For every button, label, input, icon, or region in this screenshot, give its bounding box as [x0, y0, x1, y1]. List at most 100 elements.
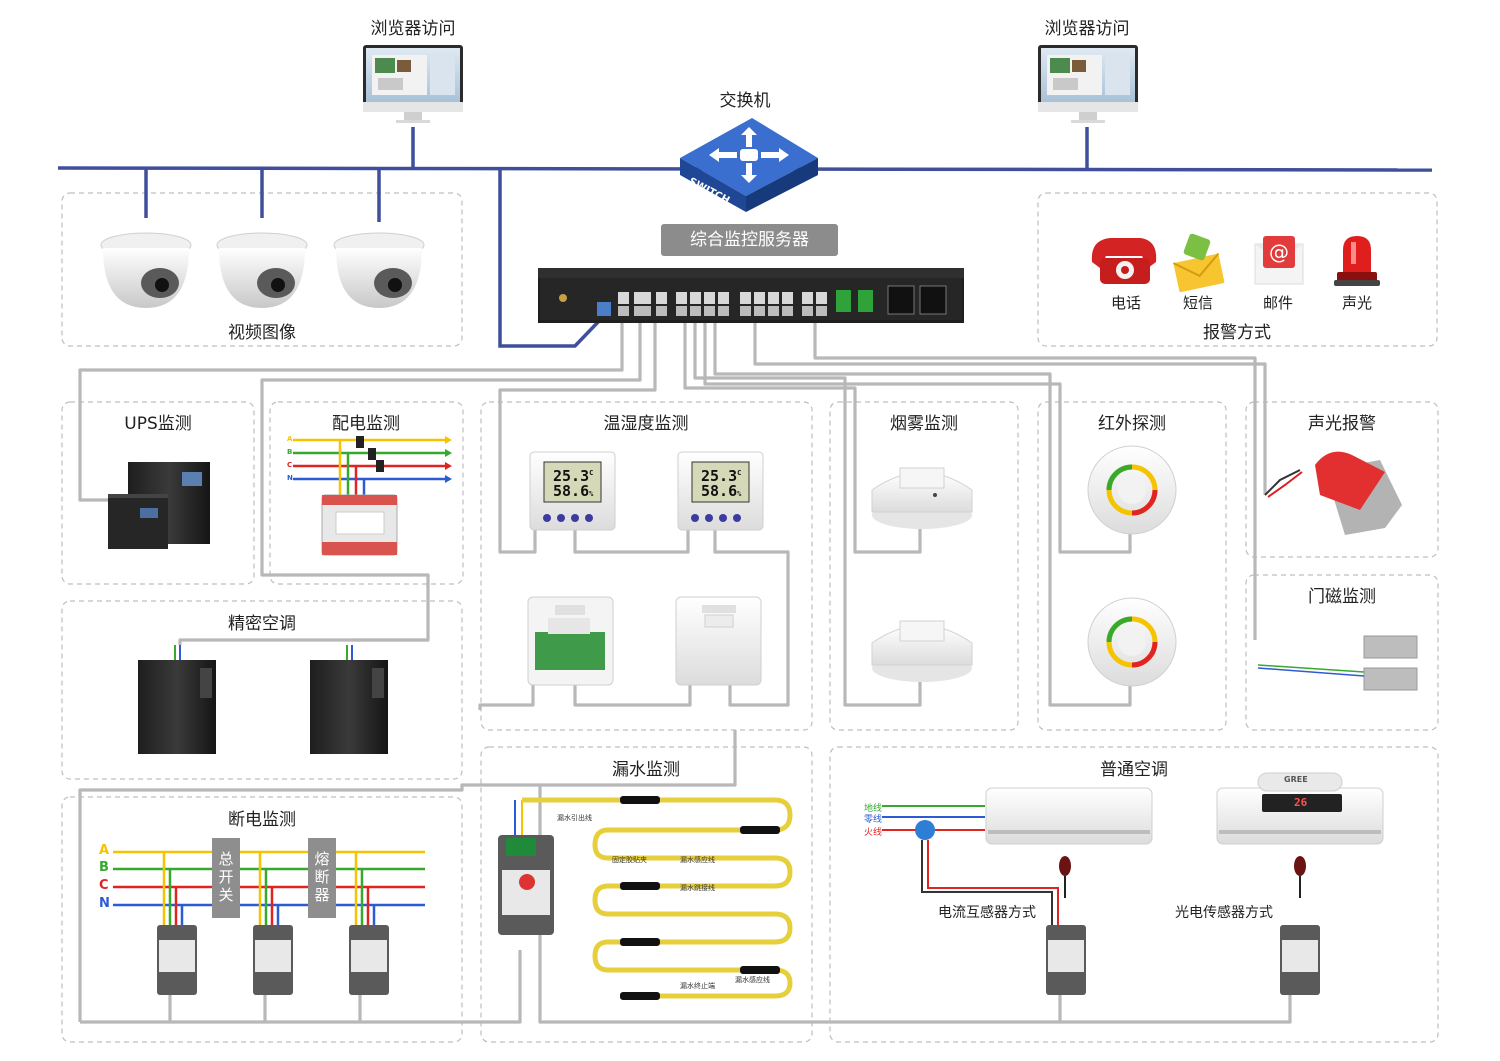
rj45-port [656, 292, 667, 304]
rj45-port [676, 306, 687, 316]
ac-method-photo-label: 光电传感器方式 [1175, 905, 1273, 921]
rj45-port [618, 292, 629, 304]
alarm-item-phone-label: 电话 [1110, 294, 1142, 312]
frame-smoke [829, 401, 1019, 731]
rj45-port [690, 306, 701, 316]
ac-brand-label: GREE [1284, 775, 1308, 784]
temp-value: 25.3 [701, 467, 738, 485]
pd-phase-a: A [287, 435, 293, 443]
rj45-port [768, 292, 779, 304]
section-title-power-off: 断电监测 [228, 810, 296, 830]
rj45-port [618, 306, 629, 316]
door-magnet-sensor [1257, 635, 1418, 691]
browser-monitor-right [1038, 45, 1138, 123]
power-off-wiring [113, 838, 425, 928]
po-phase-c: C [99, 878, 109, 893]
rj45-port [816, 292, 827, 304]
power-off-modules [157, 925, 389, 995]
rj45-port [676, 292, 687, 304]
precision-ac-unit-1 [138, 645, 216, 754]
ups-device [108, 462, 210, 549]
network-switch-icon [680, 118, 818, 212]
po-phase-n: N [99, 896, 110, 911]
leak-end-terminal-label: 漏水终止端 [680, 982, 715, 990]
temp-value: 25.3 [553, 467, 590, 485]
temp-unit: C [589, 469, 594, 477]
rj45-port [634, 306, 645, 316]
fuse-label: 熔断器 [314, 850, 330, 904]
rj45-port [718, 306, 729, 316]
section-title-smoke: 烟雾监测 [890, 414, 958, 434]
smoke-detector-2 [871, 620, 973, 682]
rj45-port [768, 306, 779, 316]
power-dist-wiring [293, 436, 452, 556]
alarm-title: 报警方式 [1203, 323, 1271, 343]
alarm-item-siren-label: 声光 [1341, 294, 1373, 312]
frame-sound-light [1245, 401, 1439, 558]
pd-phase-b: B [287, 448, 293, 456]
browser-access-label-left: 浏览器访问 [370, 19, 456, 39]
strobe-siren-device [1264, 451, 1402, 535]
rj45-port [640, 292, 651, 304]
water-leak-sensing-cable [522, 797, 793, 999]
ac-photo-module [1280, 856, 1320, 995]
humidity-unit: % [589, 490, 594, 498]
frame-ups [61, 401, 255, 585]
frame-temp-humidity [480, 401, 813, 731]
leak-sensing-wire-label-1: 漏水感应线 [680, 856, 715, 864]
th-sensor-1 [529, 451, 616, 531]
dome-camera-1 [100, 232, 192, 308]
section-title-infrared: 红外探测 [1098, 414, 1166, 434]
po-phase-a: A [99, 843, 110, 858]
humidity-value: 58.6 [701, 482, 738, 500]
siren-icon [1334, 236, 1380, 286]
smoke-detector-1 [871, 467, 973, 529]
rj45-port [802, 306, 813, 316]
section-title-sound-light: 声光报警 [1308, 414, 1376, 434]
ac-ground-label: 地线 [864, 804, 883, 814]
section-title-ups: UPS监测 [124, 414, 192, 434]
frame-normal-ac [829, 746, 1439, 1043]
infrared-detector-2 [1087, 597, 1177, 687]
alarm-item-sms-label: 短信 [1182, 294, 1214, 312]
rj45-port [704, 306, 715, 316]
dome-camera-2 [216, 232, 308, 308]
ac-ct-wiring [882, 805, 1059, 935]
leak-fixing-clip-label: 固定胶贴夹 [612, 856, 647, 864]
alarm-item-email-label: 邮件 [1262, 294, 1294, 312]
rj45-port [656, 306, 667, 316]
pd-phase-c: C [287, 461, 293, 469]
rj45-port [740, 306, 751, 316]
water-leak-controller [498, 800, 554, 935]
rj45-port [816, 306, 827, 316]
section-title-water-leak: 漏水监测 [612, 760, 680, 780]
water-leak-joints [620, 796, 780, 1000]
server-title: 综合监控服务器 [661, 224, 838, 256]
section-title-temp-humidity: 温湿度监测 [603, 414, 689, 434]
ac-live-label: 火线 [864, 828, 883, 838]
th-display-1: 25.3C 58.6% [553, 466, 593, 502]
rj45-port [634, 292, 645, 304]
browser-monitor-left [363, 45, 463, 123]
pd-phase-n: N [287, 474, 293, 482]
th-sensor-2 [677, 451, 764, 531]
rj45-port [802, 292, 813, 304]
frame-infrared [1037, 401, 1227, 731]
switch-label: 交换机 [719, 91, 771, 111]
section-title-door: 门磁监测 [1308, 587, 1376, 607]
rj45-port [740, 292, 751, 304]
temp-unit: C [737, 469, 742, 477]
rj45-port [782, 292, 793, 304]
infrared-detector-1 [1087, 445, 1177, 535]
email-icon: @ [1254, 236, 1304, 285]
ac-indoor-unit-1 [985, 787, 1153, 845]
section-title-precision-ac: 精密空调 [228, 614, 296, 634]
th-display-2: 25.3C 58.6% [701, 466, 741, 502]
phone-icon [1091, 238, 1157, 284]
ac-indoor-unit-2 [1216, 772, 1384, 845]
rj45-port [754, 292, 765, 304]
dome-camera-3 [333, 232, 425, 308]
rj45-port [690, 292, 701, 304]
th-base-closed [675, 596, 762, 686]
frame-precision-ac [61, 600, 463, 780]
